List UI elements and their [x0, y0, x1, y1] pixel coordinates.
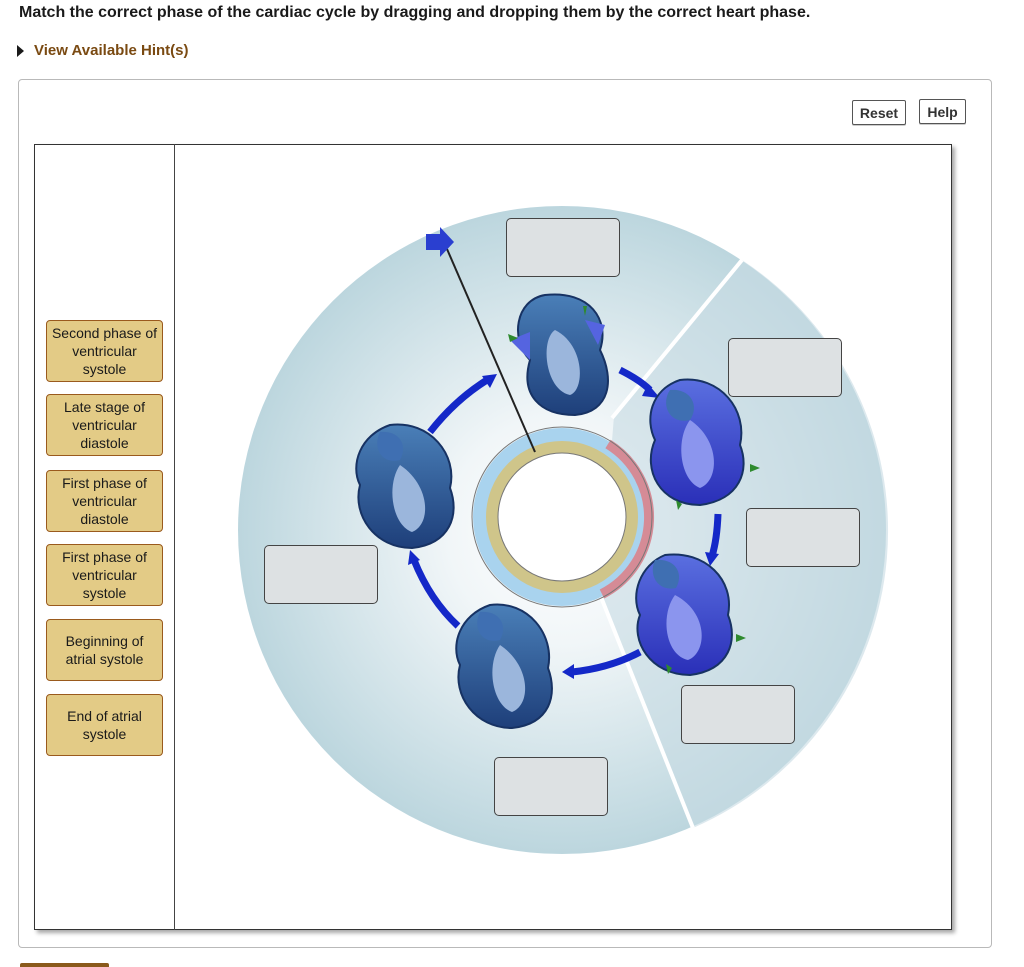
flow-arrow-icons: [508, 306, 760, 674]
drop-target-right-lower[interactable]: [681, 685, 795, 744]
submit-button-edge[interactable]: [20, 963, 109, 967]
sector-divider-top: [610, 258, 744, 420]
label-late-stage-ventricular-diastole[interactable]: Late stage of ventricular diastole: [46, 394, 163, 456]
timing-ring: [471, 426, 654, 608]
cycle-arrowheads: [408, 374, 719, 679]
view-hints-label: View Available Hint(s): [34, 42, 189, 59]
label-end-atrial-systole[interactable]: End of atrial systole: [46, 694, 163, 756]
help-button[interactable]: Help: [919, 99, 966, 124]
sector-divider-bottom: [597, 591, 695, 829]
instructions-text: Match the correct phase of the cardiac c…: [19, 4, 811, 21]
caret-right-icon: [17, 44, 24, 57]
reset-button[interactable]: Reset: [852, 100, 906, 125]
heart-illustration-bottom: [455, 603, 553, 730]
start-arrow-icon: [426, 227, 454, 257]
heart-illustration-right: [649, 378, 745, 507]
heart-illustration-lower-right: [635, 553, 733, 677]
drop-target-bottom[interactable]: [494, 757, 608, 816]
view-hints-toggle[interactable]: View Available Hint(s): [17, 42, 189, 59]
label-first-phase-ventricular-systole[interactable]: First phase of ventricular systole: [46, 544, 163, 606]
drop-target-right-upper[interactable]: [728, 338, 842, 397]
heart-illustration-top: [510, 293, 609, 417]
heart-illustration-left: [355, 423, 455, 550]
label-first-phase-ventricular-diastole[interactable]: First phase of ventricular diastole: [46, 470, 163, 532]
label-bank: [34, 144, 175, 930]
drop-target-left[interactable]: [264, 545, 378, 604]
drop-target-right-middle[interactable]: [746, 508, 860, 567]
label-second-phase-ventricular-systole[interactable]: Second phase of ventricular systole: [46, 320, 163, 382]
drop-target-top[interactable]: [506, 218, 620, 277]
phase-pointer: [446, 248, 536, 453]
label-beginning-atrial-systole[interactable]: Beginning of atrial systole: [46, 619, 163, 681]
